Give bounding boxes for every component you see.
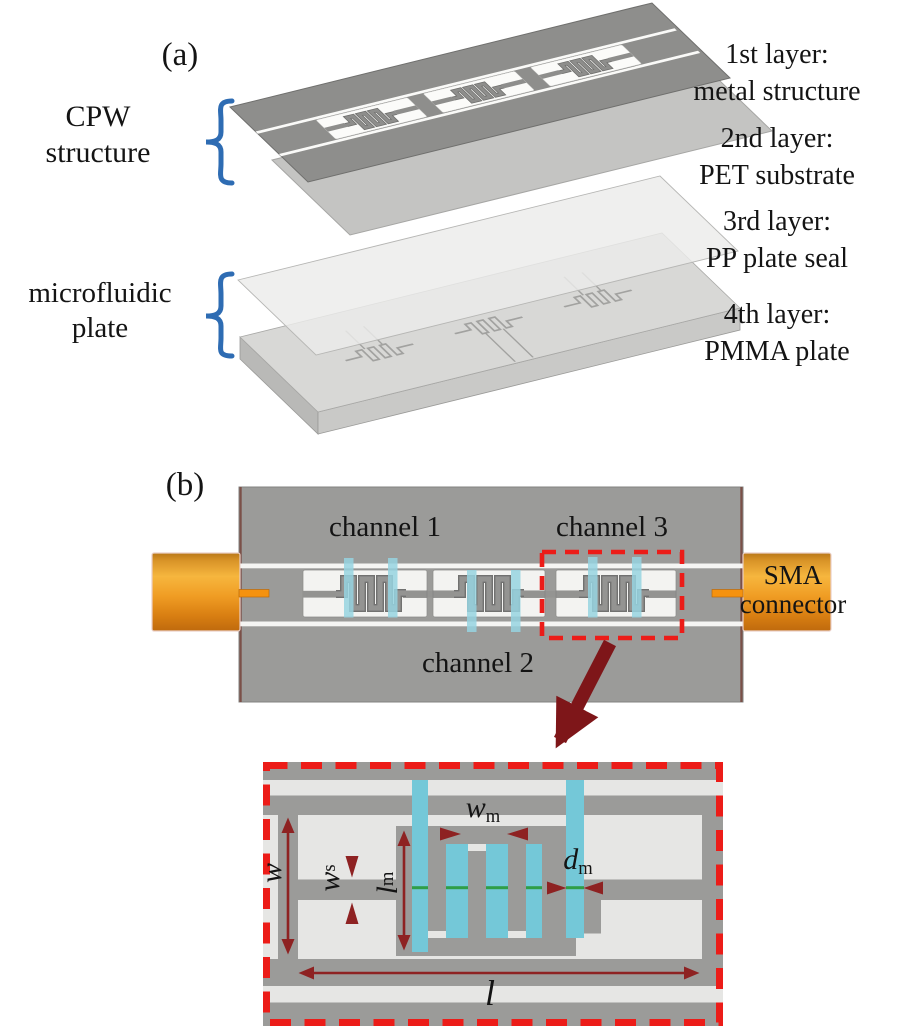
layer-4-title: 4th layer:: [723, 299, 831, 330]
dimension-arrows: [281, 817, 700, 980]
dim-ws-base: w: [313, 871, 347, 892]
channel-1-label: channel 1: [329, 511, 441, 543]
dim-lm-base: l: [371, 886, 405, 895]
microchannel-riser: [511, 570, 521, 632]
inset-metal-structure: [298, 826, 702, 956]
channel-2-label: channel 2: [422, 647, 534, 679]
layer-label-2: 2nd layer: PET substrate: [640, 120, 914, 194]
dim-dm-base: d: [563, 843, 579, 876]
cpw-pattern: [255, 28, 701, 157]
cpw-gap-bottom: [239, 621, 743, 627]
sma-pin-left: [238, 589, 270, 598]
panel-a-tag: (a): [161, 37, 199, 73]
microchannel-riser: [632, 557, 642, 618]
idc-sensor-1: [303, 558, 428, 618]
panel-a-stack: [205, 2, 774, 435]
strip-joint-1: [427, 590, 433, 598]
cpw-sensor-cutout-3: [530, 44, 642, 87]
dim-ws-sub: s: [319, 864, 341, 872]
layer-4-subtitle: PMMA plate: [704, 336, 850, 367]
cpw-brace: [205, 98, 235, 186]
cpw-structure-line2: structure: [45, 136, 151, 169]
inset-zoom-view: [263, 762, 723, 1026]
sma-pin-right: [711, 589, 744, 598]
inset-gap-band-bottom: [263, 986, 723, 1003]
cpw-sensor-cutout-2: [423, 71, 534, 113]
dim-dm-label: dm: [538, 842, 618, 880]
layer-1-title: 1st layer:: [725, 39, 829, 70]
sma-line1: SMA: [763, 560, 823, 590]
layer-label-3: 3rd layer: PP plate seal: [640, 203, 914, 277]
cpw-gap-top: [239, 563, 743, 569]
microfluidic-plate-label: microfluidic plate: [0, 276, 200, 346]
dim-wm-sub: m: [485, 806, 501, 828]
layer-3-subtitle: PP plate seal: [705, 243, 849, 274]
microchannel-riser: [467, 570, 477, 632]
panel-b-tag: (b): [165, 467, 205, 503]
zoom-callout-arrow: [554, 639, 616, 749]
sma-connector-left: [151, 552, 241, 632]
dim-wm-label: wm: [443, 790, 523, 828]
cpw-sensor-cutout-1: [316, 97, 427, 140]
strip-joint-2: [545, 590, 556, 598]
idc-sensor-2: [432, 570, 546, 632]
cpw-structure-label: CPW structure: [0, 99, 196, 171]
idc-sensor-3: [555, 557, 677, 618]
sma-line2: connector: [739, 589, 847, 619]
dim-l-base: l: [484, 973, 495, 1013]
layer-pp-plate-seal: [237, 175, 739, 356]
layer-label-1: 1st layer: metal structure: [640, 36, 914, 110]
panel-b-device: [151, 486, 832, 749]
dim-l-label: l: [455, 972, 525, 1018]
channel-centerline: [412, 886, 584, 890]
layer-2-title: 2nd layer:: [720, 123, 834, 154]
dim-dm-sub: m: [578, 858, 593, 880]
cpw-structure-line1: CPW: [65, 100, 131, 133]
dim-w-label: w: [247, 848, 297, 898]
microchannel-riser: [388, 558, 398, 618]
microchannel-riser: [344, 558, 354, 618]
zoom-highlight-rect: [539, 549, 685, 641]
dim-lm-sub: m: [377, 871, 399, 887]
layer-label-4: 4th layer: PMMA plate: [640, 296, 914, 370]
layer-1-subtitle: metal structure: [693, 76, 861, 107]
inset-gap-band-top: [263, 780, 723, 796]
dim-wm-base: w: [465, 791, 486, 824]
microchannel-riser: [588, 557, 598, 618]
inset-dashed-border: [263, 762, 723, 1026]
channel-3-label: channel 3: [556, 511, 668, 543]
microfluidic-line2: plate: [71, 312, 129, 344]
inset-microchannels: [412, 780, 584, 952]
layer-3-title: 3rd layer:: [722, 206, 832, 237]
sma-connector-label: SMA connector: [698, 561, 888, 619]
microfluidic-brace: [205, 271, 235, 359]
layer-2-subtitle: PET substrate: [699, 160, 855, 191]
dim-w-base: w: [255, 863, 289, 884]
microfluidic-line1: microfluidic: [28, 277, 172, 309]
